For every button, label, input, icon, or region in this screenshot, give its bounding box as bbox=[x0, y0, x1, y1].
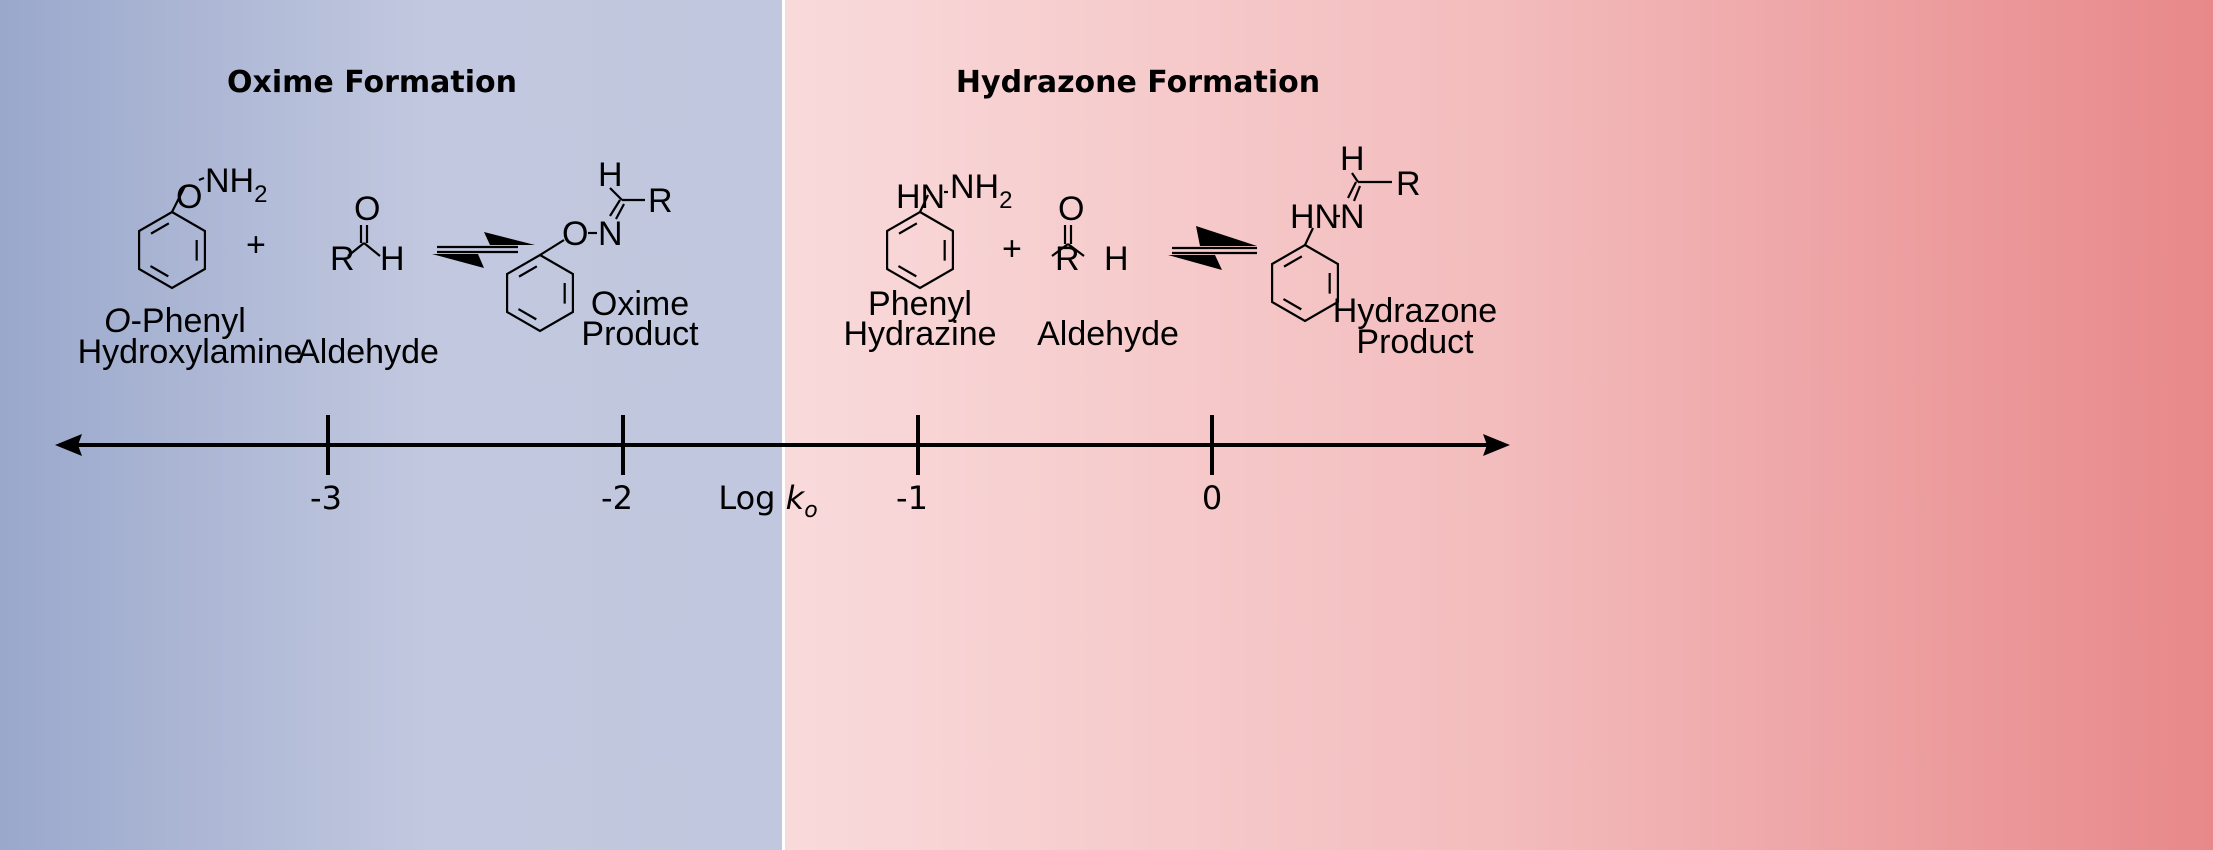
r-group: R bbox=[1055, 240, 1080, 278]
oxime-product-label-2: Product bbox=[581, 315, 699, 353]
equilibrium-arrows bbox=[1168, 226, 1257, 270]
nh-group: HN bbox=[896, 178, 945, 216]
tick-label: -1 bbox=[896, 479, 928, 517]
r-group: R bbox=[648, 182, 673, 220]
oxime-product-structure: O N H R bbox=[505, 156, 673, 333]
tick-label: -2 bbox=[601, 479, 633, 517]
ring-double-bond bbox=[518, 265, 538, 278]
nh-group: HN bbox=[1290, 198, 1339, 236]
ring-outline bbox=[885, 210, 955, 290]
o-phenyl-hydroxylamine-structure: O NH2 bbox=[137, 162, 267, 290]
ring-outline bbox=[137, 210, 207, 290]
oxygen-atom: O bbox=[562, 215, 588, 253]
oxygen-atom: O bbox=[1058, 190, 1084, 228]
hydrogen-atom: H bbox=[598, 156, 623, 194]
benzene-ring bbox=[1270, 243, 1340, 323]
oxygen-atom: O bbox=[354, 190, 380, 228]
benzene-ring bbox=[137, 210, 207, 290]
hydrazone-region-background bbox=[785, 0, 2213, 850]
ring-outline bbox=[505, 253, 575, 333]
hydrazine-label: Hydrazine bbox=[843, 315, 996, 353]
ring-double-bond bbox=[149, 265, 169, 278]
hydroxylamine-label: Hydroxylamine bbox=[78, 333, 303, 371]
hydrazone-product-structure: HN N H R bbox=[1270, 140, 1421, 323]
hydrazone-product-label-1: Hydrazone bbox=[1333, 292, 1497, 330]
benzene-ring bbox=[885, 210, 955, 290]
hydrazone-title: Hydrazone Formation bbox=[956, 65, 1320, 100]
oxime-title: Oxime Formation bbox=[227, 65, 517, 100]
hydrazone-product-label-2: Product bbox=[1356, 323, 1474, 361]
nh2-group: NH2 bbox=[205, 162, 267, 208]
oxime-product-label-1: Oxime bbox=[591, 285, 689, 323]
axis-arrow-right-icon bbox=[1483, 434, 1510, 456]
region-divider bbox=[782, 0, 785, 850]
axis-arrow-left-icon bbox=[55, 434, 82, 456]
ring-outline bbox=[1270, 243, 1340, 323]
phenyl-hydrazine-structure: HN NH2 bbox=[885, 168, 1012, 290]
nitrogen-atom: N bbox=[1340, 198, 1365, 236]
ring-double-bond bbox=[1283, 255, 1303, 268]
r-group: R bbox=[1396, 165, 1421, 203]
hydrogen-atom: H bbox=[380, 240, 405, 278]
ring-double-bond bbox=[1282, 298, 1302, 311]
phenyl-label: Phenyl bbox=[868, 285, 972, 323]
plus-sign: + bbox=[1002, 230, 1022, 268]
axis-label: Log ko bbox=[718, 479, 817, 523]
tick-label: 0 bbox=[1202, 479, 1222, 517]
oxime-region-background bbox=[0, 0, 783, 850]
oxygen-atom: O bbox=[176, 178, 202, 216]
aldehyde-structure: O R H bbox=[1051, 190, 1129, 278]
equilibrium-arrows bbox=[432, 232, 535, 268]
r-group: R bbox=[330, 240, 355, 278]
o-phenyl-label: O-Phenyl bbox=[104, 302, 246, 340]
tick-label: -3 bbox=[310, 479, 342, 517]
hydrogen-atom: H bbox=[1104, 240, 1129, 278]
ring-double-bond bbox=[898, 222, 918, 235]
ring-double-bond bbox=[150, 222, 170, 235]
benzene-ring bbox=[505, 253, 575, 333]
log-ko-axis: -3 -2 -1 0 Log ko bbox=[55, 415, 1510, 523]
plus-sign: + bbox=[246, 226, 266, 264]
nh2-group: NH2 bbox=[950, 168, 1012, 214]
aldehyde-label: Aldehyde bbox=[297, 333, 439, 371]
aldehyde-structure: O R H bbox=[330, 190, 405, 278]
aldehyde-label: Aldehyde bbox=[1037, 315, 1179, 353]
ring-double-bond bbox=[897, 265, 917, 278]
nitrogen-atom: N bbox=[598, 215, 623, 253]
ring-double-bond bbox=[517, 308, 537, 321]
hydrogen-atom: H bbox=[1340, 140, 1365, 178]
